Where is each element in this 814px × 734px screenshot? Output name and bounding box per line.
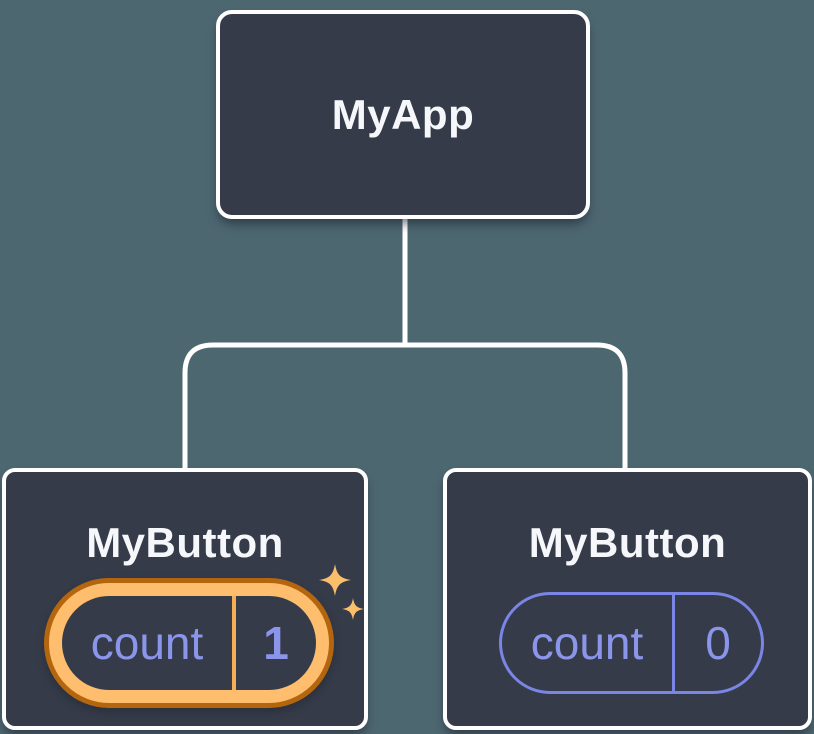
pill-divider [232, 596, 236, 690]
state-value: 0 [705, 617, 731, 669]
state-value: 1 [263, 617, 289, 669]
pill-divider [672, 595, 675, 691]
state-name: count [90, 617, 204, 669]
state-pill-body: count 1 [62, 596, 316, 690]
node-label: MyButton [86, 519, 284, 566]
node-label: MyApp [331, 90, 475, 138]
node-mybutton-left: MyButton count 1 [2, 468, 368, 730]
state-name: count [530, 617, 644, 669]
state-pill-body: count 0 [502, 595, 761, 691]
node-mybutton-right: MyButton count 0 [443, 468, 812, 730]
state-pill: count 0 [499, 592, 764, 694]
node-label: MyButton [528, 519, 727, 566]
node-myapp: MyApp [216, 10, 590, 219]
state-pill-highlighted: count 1 [44, 578, 334, 708]
